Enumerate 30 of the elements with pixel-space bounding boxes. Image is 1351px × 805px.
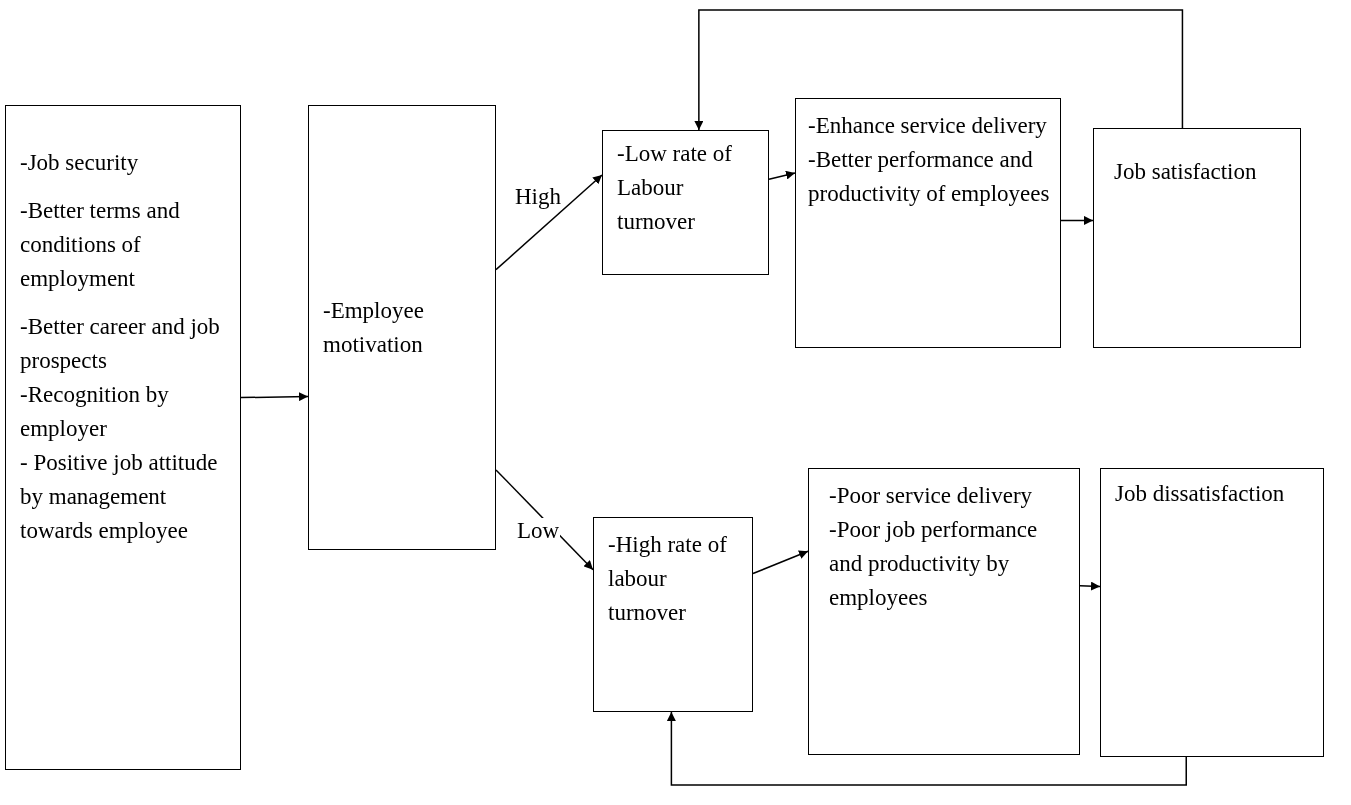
- arrow: [666, 711, 1187, 786]
- arrow: [1079, 581, 1101, 591]
- text-box: [795, 98, 1061, 348]
- box-text: -Enhance service delivery: [808, 112, 1048, 140]
- box-text: Job dissatisfaction: [1115, 480, 1286, 508]
- text-box: [1100, 468, 1324, 757]
- arrow: [694, 9, 1184, 131]
- box-text: - Positive job attitude by management towards employee: [20, 449, 219, 545]
- arrow: [1060, 215, 1094, 225]
- arrow: [495, 174, 603, 271]
- text-box: [308, 105, 496, 550]
- text-box: [5, 105, 241, 770]
- text-box: [1093, 128, 1301, 348]
- box-text: -Recognition by employer: [20, 381, 170, 443]
- box-text: -Employee motivation: [323, 296, 425, 359]
- text-box: [593, 517, 753, 712]
- box-text: -Poor service delivery: [829, 482, 1034, 510]
- box-text: -Better performance and productivity of employees: [808, 146, 1051, 208]
- arrow: [768, 170, 796, 181]
- text-box: [808, 468, 1080, 755]
- box-text: -High rate of labour turnover: [608, 531, 728, 627]
- box-text: -Job security: [20, 149, 140, 177]
- box-text: Job satisfaction: [1114, 158, 1258, 186]
- box-text: -Better career and job prospects: [20, 313, 221, 375]
- box-text: -Low rate of Labour turnover: [617, 140, 733, 236]
- arrow: [240, 392, 309, 402]
- box-text: -Poor job performance and productivity by employees: [829, 516, 1039, 612]
- text-box: [602, 130, 769, 275]
- arrow: [752, 550, 809, 575]
- box-text: -Better terms and conditions of employment: [20, 197, 181, 293]
